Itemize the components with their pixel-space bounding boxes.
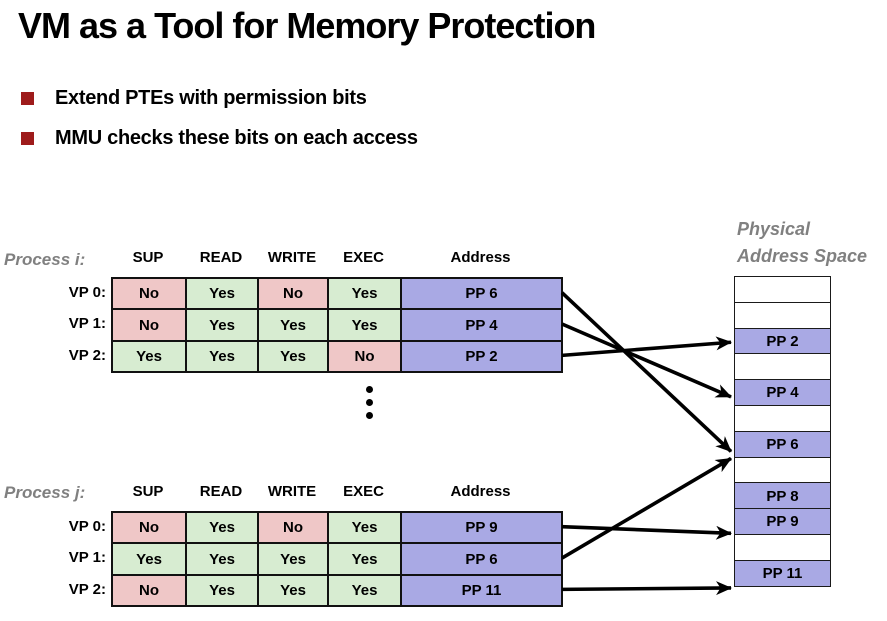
physical-page-cell [734, 276, 831, 304]
ellipsis-dot [366, 412, 373, 419]
process-j-vp2-label: VP 2: [68, 580, 106, 598]
bullet-item: MMU checks these bits on each access [21, 118, 418, 158]
pte-cell-exec: Yes [328, 543, 401, 575]
column-header-sup: SUP [132, 483, 164, 500]
pte-cell-address: PP 6 [401, 543, 562, 575]
pte-cell-sup: No [112, 512, 186, 544]
pte-cell-write: Yes [258, 340, 328, 373]
slide-title: VM as a Tool for Memory Protection [18, 5, 596, 46]
pte-cell-sup: Yes [112, 340, 186, 373]
column-header-address: Address [450, 249, 511, 266]
pte-cell-exec: Yes [328, 309, 401, 341]
pte-cell-read: Yes [186, 574, 258, 607]
pte-cell-read: Yes [186, 340, 258, 373]
physical-page-cell [734, 533, 831, 562]
pte-cell-read: Yes [186, 278, 258, 310]
physical-page-cell: PP 4 [734, 379, 831, 407]
process-i-vp2-label: VP 2: [68, 346, 106, 364]
vp-to-pp-arrow [561, 524, 732, 540]
pte-cell-sup: Yes [112, 543, 186, 575]
process-j-column-headers: SUP READ WRITE EXEC Address [111, 482, 561, 502]
pte-cell-exec: No [328, 340, 401, 373]
bullet-square-icon [21, 91, 34, 105]
pte-cell-write: No [258, 512, 328, 544]
process-j-label: Process j: [4, 483, 86, 502]
pte-cell-write: Yes [258, 309, 328, 341]
pte-cell-address: PP 4 [401, 309, 562, 341]
pte-cell-exec: Yes [328, 278, 401, 310]
bullet-text: MMU checks these bits on each access [55, 126, 418, 149]
column-header-read: READ [199, 249, 243, 266]
physical-label-line1: Physical [737, 219, 811, 239]
pte-cell-exec: Yes [328, 512, 401, 544]
process-i-label: Process i: [4, 250, 86, 269]
vp-to-pp-arrow [560, 291, 733, 453]
pte-cell-address: PP 9 [401, 512, 562, 544]
process-i-page-table: No Yes No Yes PP 6 No Yes Yes Yes PP 4 Y… [111, 277, 563, 374]
pte-cell-write: Yes [258, 543, 328, 575]
process-j-vp0-label: VP 0: [68, 518, 106, 535]
physical-page-cell: PP 2 [734, 327, 831, 355]
process-i-column-headers: SUP READ WRITE EXEC Address [111, 248, 561, 268]
pte-cell-sup: No [112, 278, 186, 310]
physical-address-space-label: Physical Address Space [737, 216, 887, 270]
process-i-vp0-label: VP 0: [68, 284, 106, 301]
physical-page-cell: PP 8 [734, 482, 831, 510]
column-header-write: WRITE [267, 249, 317, 266]
column-header-address: Address [450, 483, 511, 500]
vp-to-pp-arrow [561, 322, 732, 399]
process-i-vp1-label: VP 1: [68, 315, 106, 333]
bullet-square-icon [21, 131, 34, 145]
physical-page-cell: PP 9 [734, 508, 831, 536]
physical-page-cell [734, 353, 831, 381]
physical-page-cell: PP 6 [734, 430, 831, 459]
physical-memory-column: PP 2 PP 4 PP 6 PP 8 PP 9 PP 11 [734, 276, 831, 588]
pte-cell-address: PP 6 [401, 278, 562, 310]
column-header-exec: EXEC [343, 483, 384, 500]
column-header-write: WRITE [267, 483, 317, 500]
vp-to-pp-arrow [561, 581, 732, 596]
ellipsis-dot [366, 386, 373, 393]
vertical-ellipsis [366, 386, 373, 419]
physical-page-cell [734, 456, 831, 484]
physical-label-line2: Address Space [737, 246, 868, 266]
process-j-vp1-label: VP 1: [68, 549, 106, 567]
pte-cell-address: PP 2 [401, 340, 562, 373]
vp-to-pp-arrow [561, 336, 732, 358]
pte-cell-read: Yes [186, 309, 258, 341]
physical-page-cell [734, 404, 831, 433]
column-header-read: READ [199, 483, 243, 500]
bullet-item: Extend PTEs with permission bits [21, 78, 418, 118]
pte-cell-exec: Yes [328, 574, 401, 607]
pte-cell-address: PP 11 [401, 574, 562, 607]
bullet-list: Extend PTEs with permission bits MMU che… [21, 78, 418, 158]
column-header-sup: SUP [132, 249, 164, 266]
pte-cell-sup: No [112, 574, 186, 607]
pte-cell-read: Yes [186, 543, 258, 575]
physical-page-cell [734, 301, 831, 330]
vp-to-pp-arrow [561, 456, 732, 560]
pte-cell-write: Yes [258, 574, 328, 607]
column-header-exec: EXEC [343, 249, 384, 266]
pte-cell-read: Yes [186, 512, 258, 544]
ellipsis-dot [366, 399, 373, 406]
pte-cell-write: No [258, 278, 328, 310]
pte-cell-sup: No [112, 309, 186, 341]
bullet-text: Extend PTEs with permission bits [55, 86, 367, 109]
physical-page-cell: PP 11 [734, 559, 831, 588]
process-j-page-table: No Yes No Yes PP 9 Yes Yes Yes Yes PP 6 … [111, 511, 563, 608]
